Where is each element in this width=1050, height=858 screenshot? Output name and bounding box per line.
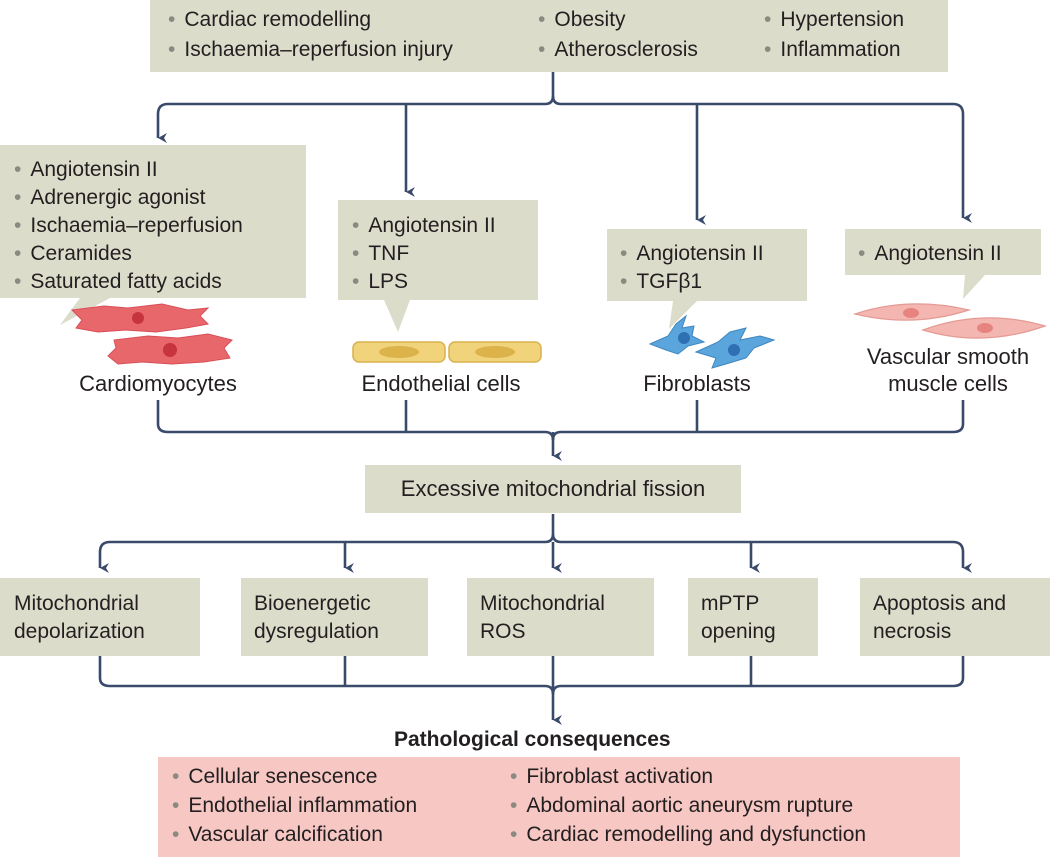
disease-inflammation: Inflammation [764,36,900,63]
arrow-to-depolarization [98,533,555,573]
effect-ros-box: Mitochondrial ROS [467,578,654,656]
cardio-stimulus-3: Ischaemia–reperfusion [14,212,242,239]
endo-stimulus-1: Angiotensin II [352,212,495,239]
consequences-heading: Pathological consequences [394,728,671,751]
endothelial-cell-illustration [352,341,542,363]
effect-ros-line2: ROS [480,620,526,643]
disease-obesity: Obesity [538,6,625,33]
cardio-stimulus-4: Ceramides [14,240,132,267]
effect-apoptosis-box: Apoptosis and necrosis [860,578,1050,656]
disease-atherosclerosis: Atherosclerosis [538,36,698,63]
effect-apoptosis-line1: Apoptosis and [873,592,1007,615]
effect-bioenergetic-box: Bioenergetic dysregulation [241,578,428,656]
effect-bioenergetic-line1: Bioenergetic [254,592,371,615]
cardio-stimulus-1: Angiotensin II [14,156,157,183]
effect-depolarization-box: Mitochondrial depolarization [0,578,200,656]
disease-ischaemia-reperfusion: Ischaemia–reperfusion injury [168,36,452,63]
consequence-senescence: Cellular senescence [172,763,377,790]
smc-stimulus-1: Angiotensin II [858,240,1001,267]
fibro-stimulus-2: TGFβ1 [620,268,702,295]
smooth-muscle-illustration [852,303,1047,339]
effect-depolarization-line2: depolarization [14,620,145,643]
fission-box: Excessive mitochondrial fission [365,465,741,513]
endo-stimulus-2: TNF [352,240,409,267]
fibro-stimulus-1: Angiotensin II [620,240,763,267]
arrow-to-apoptosis [551,533,972,573]
effect-ros-line1: Mitochondrial [480,592,605,615]
consequence-vascular-calcification: Vascular calcification [172,821,383,848]
effect-mptp-line2: opening [701,620,776,643]
consequence-cardiac-remodelling: Cardiac remodelling and dysfunction [510,821,866,848]
cardiomyocytes-label: Cardiomyocytes [79,371,237,396]
consequences-box: Cellular senescence Endothelial inflamma… [158,757,960,857]
smooth-muscle-label-2: muscle cells [888,371,1008,396]
disease-hypertension: Hypertension [764,6,904,33]
disease-box: Cardiac remodelling Ischaemia–reperfusio… [150,0,948,72]
disease-cardiac-remodelling: Cardiac remodelling [168,6,371,33]
consequence-fibroblast-activation: Fibroblast activation [510,763,713,790]
cardiomyocyte-illustration [70,303,233,365]
cardio-stimulus-5: Saturated fatty acids [14,268,221,295]
consequence-endothelial-inflammation: Endothelial inflammation [172,792,417,819]
effect-apoptosis-line2: necrosis [873,620,952,643]
effect-bioenergetic-line2: dysregulation [254,620,379,643]
cardio-stimulus-2: Adrenergic agonist [14,184,205,211]
fibroblast-illustration [648,314,776,369]
fibroblasts-label: Fibroblasts [643,371,751,396]
endothelial-cells-label: Endothelial cells [361,371,521,396]
arrow-to-cardiomyocytes [156,72,555,143]
smooth-muscle-label-1: Vascular smooth [866,344,1030,369]
consequence-aneurysm-rupture: Abdominal aortic aneurysm rupture [510,792,853,819]
effect-depolarization-line1: Mitochondrial [14,592,139,615]
endo-stimulus-3: LPS [352,268,408,295]
arrow-to-smooth-muscle [551,95,972,223]
effect-mptp-line1: mPTP [701,592,760,615]
fission-label: Excessive mitochondrial fission [400,476,706,501]
effect-mptp-box: mPTP opening [688,578,818,656]
